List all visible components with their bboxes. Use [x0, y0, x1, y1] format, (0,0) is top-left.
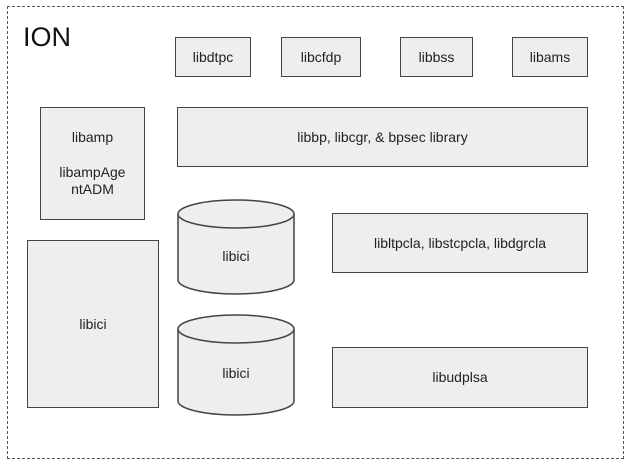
box-libamp-label: libamp — [71, 129, 114, 145]
box-libams-label: libams — [529, 48, 571, 65]
box-libici-left: libici — [27, 240, 159, 408]
box-cla-udp-label: libudplsa — [432, 369, 488, 385]
cylinder-libici-2: libici — [176, 313, 296, 417]
box-libdtpc-label: libdtpc — [192, 48, 234, 65]
box-libcfdp-label: libcfdp — [300, 48, 342, 65]
box-bundle-protocol-label: libbp, libcgr, & bpsec library — [297, 128, 468, 145]
diagram-title: ION — [23, 22, 72, 52]
cylinder-shape-2 — [177, 314, 295, 416]
box-cla-tcp-ltp-label: libltpcla, libstcpcla, libdgrcla — [374, 234, 546, 251]
box-libampagent-label-2: ntADM — [71, 181, 114, 197]
cylinder-libici-1-label: libici — [222, 248, 250, 264]
box-libamp: libamp libampAge ntADM — [40, 107, 145, 220]
box-libams: libams — [512, 37, 588, 77]
box-libcfdp: libcfdp — [281, 37, 361, 77]
box-bundle-protocol: libbp, libcgr, & bpsec library — [177, 107, 588, 167]
box-libici-left-label: libici — [79, 315, 107, 332]
cylinder-shape-1 — [177, 199, 295, 295]
cylinder-libici-1: libici — [176, 198, 296, 296]
ion-boundary — [7, 6, 624, 459]
box-libbss: libbss — [400, 37, 473, 77]
box-libampagent-label-1: libampAge — [59, 164, 126, 180]
cylinder-libici-2-label: libici — [222, 365, 250, 381]
box-cla-udp: libudplsa — [332, 347, 588, 408]
box-libdtpc: libdtpc — [175, 37, 251, 77]
box-libbss-label: libbss — [418, 48, 455, 65]
box-cla-tcp-ltp: libltpcla, libstcpcla, libdgrcla — [332, 213, 588, 273]
